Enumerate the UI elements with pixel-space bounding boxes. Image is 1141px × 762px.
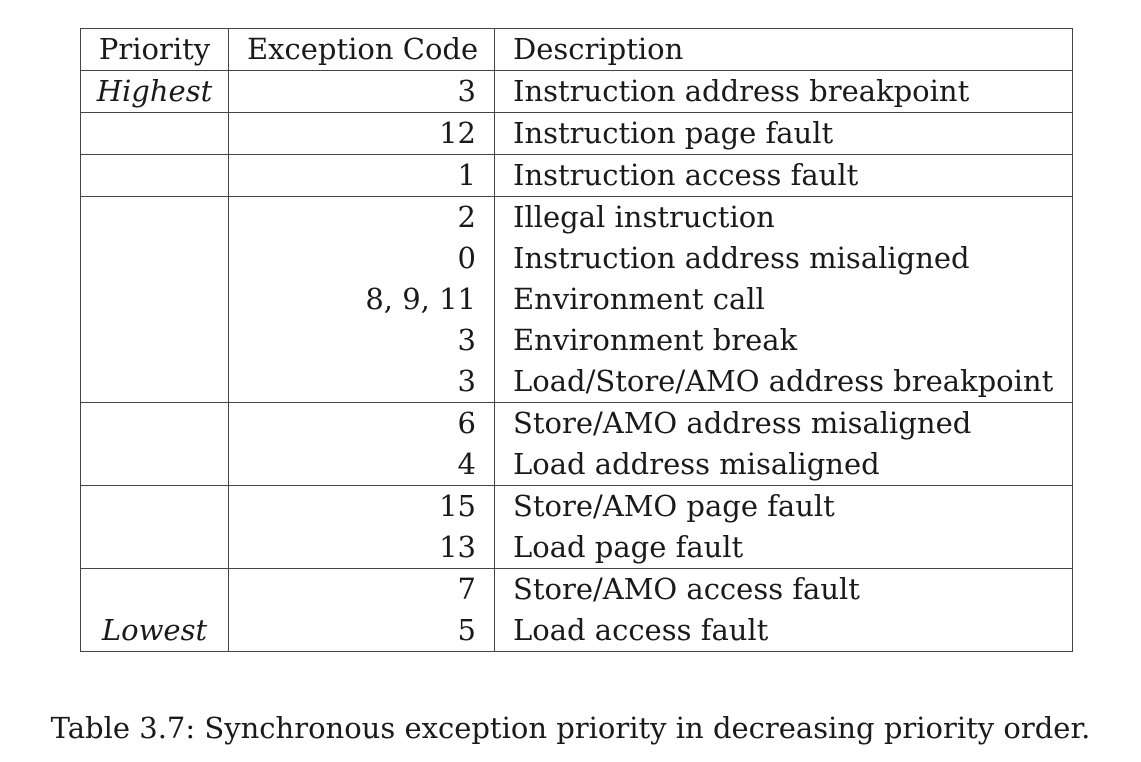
exception-code-cell: 5: [228, 610, 495, 652]
priority-cell: Highest: [80, 70, 229, 113]
description-cell: Illegal instruction: [494, 196, 1073, 238]
description-cell: Load address misaligned: [494, 444, 1073, 486]
exception-code-cell: 13: [228, 527, 495, 569]
exception-code-cell: 6: [228, 402, 495, 444]
header-priority: Priority: [80, 28, 229, 71]
exception-code-cell: 8, 9, 11: [228, 279, 495, 320]
description-cell: Load access fault: [494, 610, 1073, 652]
exception-code-cell: 12: [228, 112, 495, 155]
exception-code-cell: 3: [228, 320, 495, 361]
description-cell: Load page fault: [494, 527, 1073, 569]
exception-priority-table-container: Priority Exception Code Description High…: [80, 28, 1073, 652]
table-caption: Table 3.7: Synchronous exception priorit…: [50, 711, 1091, 745]
priority-cell: [80, 279, 229, 320]
priority-cell: [80, 485, 229, 527]
exception-code-cell: 0: [228, 238, 495, 279]
description-cell: Load/Store/AMO address breakpoint: [494, 361, 1073, 403]
priority-cell: [80, 320, 229, 361]
exception-code-cell: 4: [228, 444, 495, 486]
exception-code-cell: 3: [228, 70, 495, 113]
exception-code-cell: 1: [228, 154, 495, 197]
table-header-row: Priority Exception Code Description: [80, 28, 1073, 71]
description-cell: Environment call: [494, 279, 1073, 320]
priority-cell: [80, 568, 229, 610]
exception-code-cell: 2: [228, 196, 495, 238]
description-cell: Environment break: [494, 320, 1073, 361]
priority-cell: [80, 402, 229, 444]
priority-cell: [80, 527, 229, 569]
description-cell: Store/AMO page fault: [494, 485, 1073, 527]
header-exception-code: Exception Code: [228, 28, 495, 71]
exception-code-cell: 7: [228, 568, 495, 610]
priority-cell: [80, 238, 229, 279]
description-cell: Store/AMO address misaligned: [494, 402, 1073, 444]
exception-priority-table: Priority Exception Code Description High…: [80, 28, 1073, 652]
header-description: Description: [494, 28, 1073, 71]
description-cell: Instruction access fault: [494, 154, 1073, 197]
description-cell: Instruction page fault: [494, 112, 1073, 155]
priority-cell: [80, 361, 229, 403]
description-cell: Instruction address breakpoint: [494, 70, 1073, 113]
description-cell: Instruction address misaligned: [494, 238, 1073, 279]
priority-cell: [80, 154, 229, 197]
exception-code-cell: 15: [228, 485, 495, 527]
priority-cell: [80, 444, 229, 486]
priority-cell: [80, 112, 229, 155]
exception-code-cell: 3: [228, 361, 495, 403]
priority-cell: Lowest: [80, 610, 229, 652]
priority-cell: [80, 196, 229, 238]
description-cell: Store/AMO access fault: [494, 568, 1073, 610]
